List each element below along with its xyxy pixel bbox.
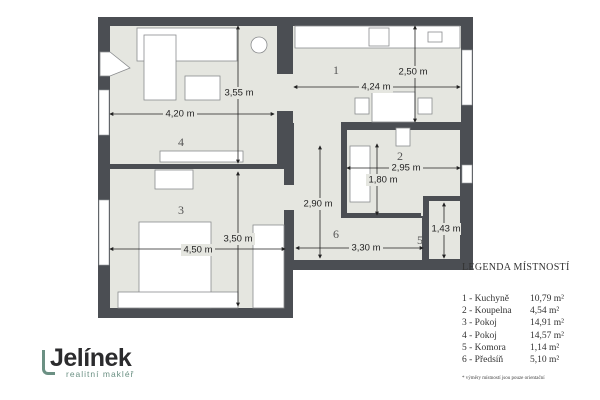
- legend-note: * výměry místností jsou pouze orientační: [462, 376, 545, 382]
- legend-item: 4 - Pokoj 14,57 m²: [462, 330, 570, 342]
- cooktop: [368, 27, 390, 47]
- entrance-door[interactable]: [99, 51, 131, 77]
- furniture: [117, 25, 461, 309]
- logo-tagline: realitní makléř: [66, 369, 135, 379]
- legend-item: 2 - Koupelna 4,54 m²: [462, 305, 570, 317]
- dim-label-room4-width: 4,20 m: [165, 109, 194, 120]
- dim-label-bath-height: 1,80 m: [368, 175, 397, 186]
- dining-table: [371, 91, 416, 123]
- room-number-5: 5: [417, 233, 423, 247]
- legend-item: 3 - Pokoj 14,91 m²: [462, 317, 570, 329]
- legend-room-area: 1,14 m²: [530, 342, 560, 353]
- dim-label-room4-height: 3,55 m: [224, 88, 253, 99]
- opening-4-1: [276, 74, 295, 111]
- window: [98, 199, 110, 266]
- dim-label-room3-width: 4,50 m: [183, 245, 212, 256]
- storage-wall: [423, 196, 429, 260]
- company-logo: Jelínek realitní makléř: [42, 346, 134, 379]
- room-number-6: 6: [333, 227, 339, 241]
- window: [461, 49, 473, 106]
- dim-label-hall-height: 2,90 m: [303, 199, 332, 210]
- bath-wall: [341, 122, 461, 130]
- chair: [354, 97, 370, 115]
- legend-room-area: 14,91 m²: [530, 318, 564, 329]
- legend-item: 5 - Komora 1,14 m²: [462, 342, 570, 354]
- legend-item: 6 - Předsíň 5,10 m²: [462, 354, 570, 366]
- dim-label-kitchen-height: 2,50 m: [398, 67, 427, 78]
- dim-label-bath-width: 2,95 m: [391, 163, 420, 174]
- bath-wall-left: [341, 122, 347, 218]
- legend-room-name: 4 - Pokoj: [462, 330, 497, 341]
- sofa-chaise: [143, 34, 177, 101]
- legend-room-area: 4,54 m²: [530, 306, 560, 317]
- legend-title: LEGENDA MÍSTNOSTÍ: [462, 262, 570, 273]
- chair: [417, 97, 433, 115]
- legend-room-name: 6 - Předsíň: [462, 355, 504, 366]
- room-number-2: 2: [397, 149, 403, 163]
- dim-label-storage-height: 1,43 m: [431, 224, 460, 235]
- dimension-labels: 3,55 m 4,20 m 2,50 m 4,24 m 2,95 m 1,80 …: [163, 66, 461, 256]
- logo-name: Jelínek: [50, 344, 132, 372]
- window: [461, 164, 473, 184]
- tv-stand: [159, 150, 244, 163]
- room-number-4: 4: [178, 135, 184, 149]
- dim-label-room3-height: 3,50 m: [223, 234, 252, 245]
- wardrobe: [252, 224, 285, 309]
- legend-room-name: 2 - Koupelna: [462, 306, 512, 317]
- room-number-3: 3: [178, 203, 184, 217]
- window: [98, 89, 110, 136]
- legend-room-name: 5 - Komora: [462, 342, 506, 353]
- bath-wall-bottom: [341, 213, 421, 218]
- lamp: [250, 36, 268, 54]
- legend-room-area: 10,79 m²: [530, 294, 564, 304]
- coffee-table: [184, 75, 221, 101]
- bed-bench: [117, 291, 239, 309]
- room-legend: LEGENDA MÍSTNOSTÍ 1 - Kuchyně 10,79 m² 2 …: [462, 262, 570, 381]
- dim-label-kitchen-width: 4,24 m: [361, 82, 390, 93]
- legend-room-area: 5,10 m²: [530, 355, 560, 366]
- legend-room-area: 14,57 m²: [530, 330, 564, 341]
- storage-wall-top: [423, 196, 461, 201]
- sink: [427, 31, 443, 43]
- room-number-1: 1: [333, 63, 339, 77]
- room-6-floor-c: [283, 185, 295, 210]
- logo-mark-icon: [42, 350, 55, 375]
- dim-label-hall-width: 3,30 m: [351, 243, 380, 254]
- legend-item: 1 - Kuchyně 10,79 m²: [462, 293, 570, 305]
- legend-room-name: 1 - Kuchyně: [462, 294, 509, 304]
- desk: [154, 169, 194, 190]
- legend-room-name: 3 - Pokoj: [462, 318, 497, 329]
- toilet: [395, 127, 411, 147]
